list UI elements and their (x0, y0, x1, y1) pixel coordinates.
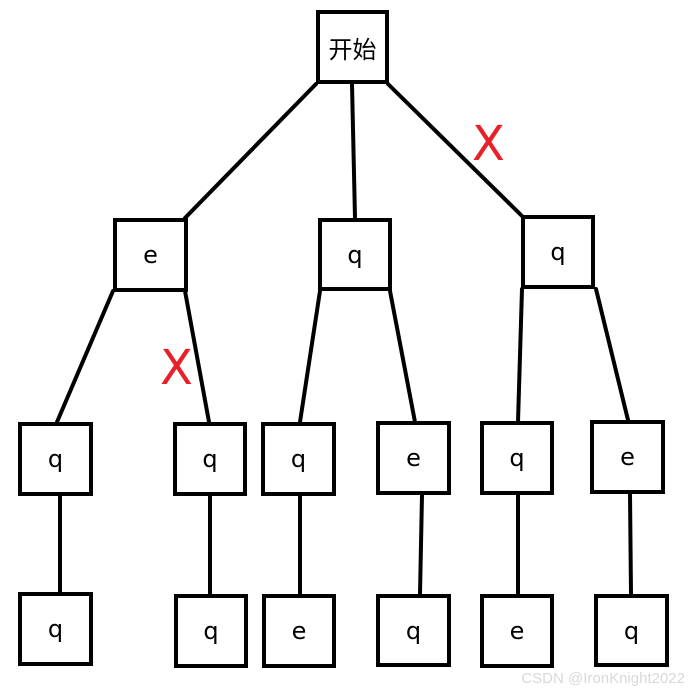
edge-qmid-e (388, 289, 417, 424)
node-label: e (291, 617, 307, 645)
node-label: q (203, 617, 219, 645)
level3-node-3: e (262, 594, 336, 668)
level1-node-q-mid: q (318, 218, 392, 291)
node-label: q (405, 616, 422, 645)
edge-e-q1 (55, 289, 115, 424)
level2-node-6: e (590, 420, 665, 494)
node-label: q (47, 445, 64, 473)
level2-node-1: q (18, 422, 93, 496)
edge-qright-q (516, 287, 524, 424)
edge-l2-4 (418, 493, 424, 596)
root-label: 开始 (328, 35, 377, 64)
node-label: e (509, 617, 525, 645)
level3-node-2: q (174, 594, 248, 668)
node-label: q (623, 616, 640, 645)
level3-node-1: q (18, 592, 93, 666)
pruned-mark-root-right: X (472, 116, 505, 172)
level2-node-5: q (480, 421, 554, 495)
level3-node-4: q (376, 594, 451, 667)
level3-node-5: e (480, 594, 554, 668)
level3-node-6: q (594, 594, 669, 667)
node-label: q (509, 444, 525, 472)
edge-root-q-mid (350, 82, 357, 220)
level2-node-3: q (261, 422, 336, 496)
node-label: q (550, 238, 566, 266)
node-label: q (347, 240, 363, 269)
node-label: e (143, 241, 158, 269)
level2-node-2: q (173, 422, 247, 496)
node-label: q (290, 445, 307, 473)
edge-e-q2 (183, 289, 211, 424)
pruned-mark-e-right: X (160, 340, 193, 396)
level1-node-e: e (113, 218, 188, 292)
edge-qright-e (594, 287, 630, 422)
level2-node-4: e (376, 421, 451, 495)
node-label: e (620, 443, 635, 471)
level1-node-q-right: q (521, 215, 595, 289)
node-label: q (47, 615, 64, 643)
edge-qmid-q (298, 289, 322, 424)
node-label: q (202, 445, 218, 473)
edge-root-q-right (386, 82, 524, 218)
root-node: 开始 (316, 10, 389, 84)
edge-l2-6 (628, 492, 633, 596)
watermark: CSDN @IronKnight2022 (521, 670, 685, 687)
edge-root-e (183, 82, 318, 220)
node-label: e (406, 444, 421, 472)
